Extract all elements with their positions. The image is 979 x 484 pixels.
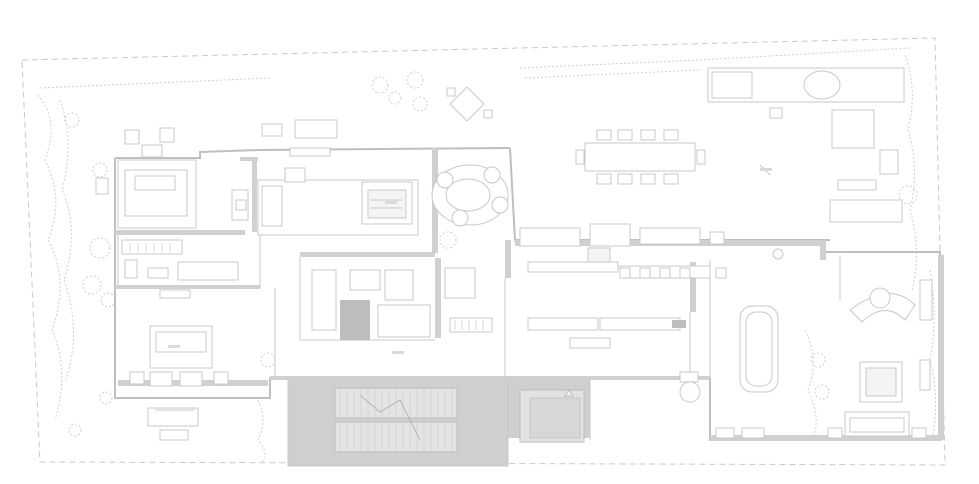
shrubs (64, 71, 918, 437)
living-room-right (715, 279, 933, 439)
lower-walls (287, 378, 591, 467)
interior-walls (117, 235, 841, 378)
living-room (257, 119, 419, 236)
dining-table (575, 129, 706, 185)
bedroom-upper-left (95, 127, 249, 229)
bar-stools (619, 248, 784, 279)
property-boundary (21, 37, 946, 466)
long-sofa (679, 305, 779, 403)
bedroom-lower-left (129, 289, 229, 441)
laundry-closet (311, 267, 493, 340)
bathroom-left (121, 239, 239, 281)
round-seating (431, 86, 509, 227)
kitchen-counter (519, 223, 725, 349)
landscape-hedge (37, 47, 937, 463)
room-tags (168, 168, 772, 354)
lounge-upper-right (707, 67, 905, 223)
staircase (334, 387, 458, 453)
